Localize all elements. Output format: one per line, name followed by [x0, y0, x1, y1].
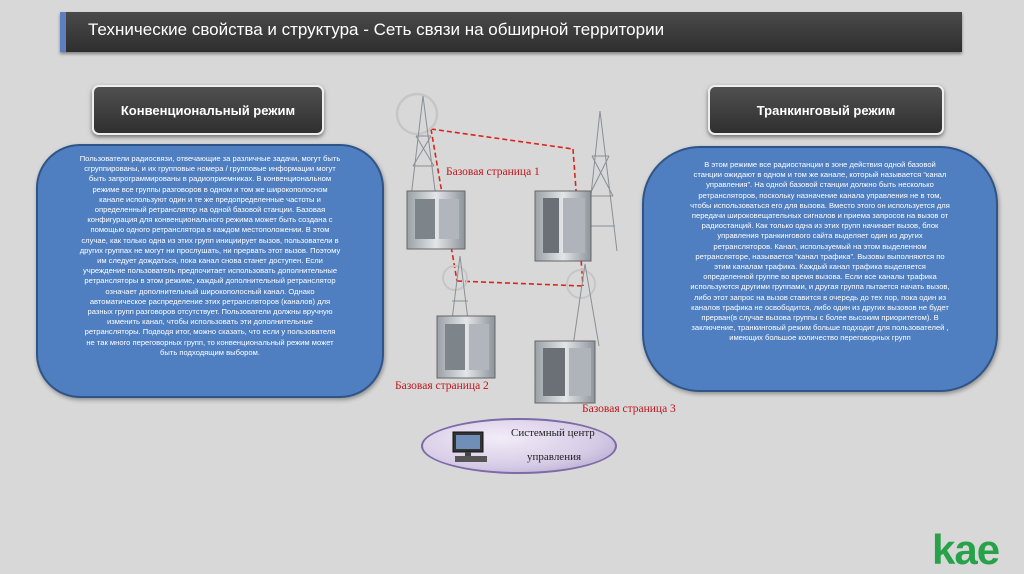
title-bar: Технические свойства и структура - Сеть … [60, 12, 962, 52]
trunking-text-line: каналов трафика не освободится, либо оди… [691, 302, 949, 312]
conventional-text-line: режиме все группы разговоров в одном и т… [92, 184, 328, 194]
station-2-label: Базовая страница 2 [395, 380, 489, 392]
conventional-text-line: канале используют один и те же предопред… [99, 194, 321, 204]
link-1-2 [430, 128, 458, 282]
trunking-text-line: имеющих большое количество переговорных … [729, 333, 911, 343]
trunking-text-line: ретрансляторе, называется “канал трафика… [695, 251, 945, 261]
trunking-text-line: радиостанций. Как только одна из этих гр… [701, 221, 939, 231]
link-1-3top [430, 128, 574, 150]
conventional-text-line: разных групп разговоров отсутствует. Пол… [87, 307, 333, 317]
trunking-text-line: заключение, транкинговый режим больше по… [691, 323, 949, 333]
trunking-text-line: управления”. На одной базовой станции до… [706, 180, 934, 190]
trunking-mode-label: Транкинговый режим [708, 85, 944, 135]
trunking-text-line: ретрансляторов. Канал, используемый на э… [713, 241, 927, 251]
trunking-text-line: этим каналам трафика. Каждый канал трафи… [714, 262, 926, 272]
tower-1 [395, 92, 439, 207]
page-title: Технические свойства и структура - Сеть … [88, 20, 665, 39]
trunking-text-line: используются другими группами, и другая … [690, 282, 950, 292]
conventional-text-line: помощью одного ретранслятора в каждом ме… [90, 225, 330, 235]
conventional-text-line: им следует дождаться, пока канал снова с… [97, 256, 323, 266]
conventional-text-line: сгруппированы, и их групповые номера / г… [84, 164, 336, 174]
trunking-text-line: определенной группе во время вызова. Есл… [703, 272, 937, 282]
system-control-center: Системный центр управления [421, 418, 617, 474]
link-2-3 [456, 280, 584, 287]
trunking-text-line: ретрансляторов, поскольку назначение кан… [698, 190, 942, 200]
trunking-text-line: передачи широковещательных сигналов и пр… [691, 211, 949, 221]
computer-icon [452, 431, 487, 462]
cabinet-1 [406, 190, 466, 250]
conventional-text-line: Пользователи радиосвязи, отвечающие за р… [79, 154, 341, 163]
trunking-text-line: В этом режиме все радиостанции в зоне де… [704, 160, 936, 169]
conventional-text-line: ретрансляторы в этом режиме, каждый допо… [84, 276, 336, 286]
station-1-label: Базовая страница 1 [446, 166, 540, 178]
nms-line-1: Системный центр [511, 427, 595, 439]
kae-logo: kae [932, 526, 1000, 573]
conventional-text-line: определенный ретранслятор на одной базов… [94, 205, 326, 215]
cabinet-3 [436, 315, 496, 379]
conventional-text-line: изменить канал, чтобы использовать эти д… [106, 317, 314, 327]
conventional-text-line: ретрансляторы. Подводя итог, можно сказа… [84, 327, 336, 337]
tower-2 [584, 110, 618, 252]
cabinet-4 [534, 340, 596, 404]
conventional-text-line: случае, как только одна из этих групп ин… [81, 235, 339, 245]
trunking-text-line: либо этот запрос на вызов ставится в оче… [693, 292, 947, 302]
conventional-text-line: автоматическое распределение этих ретран… [89, 296, 331, 306]
conventional-text-line: означает дополнительный широкополосный к… [105, 286, 315, 296]
conventional-text-line: быть запрограммированы в радиоприемниках… [88, 174, 332, 184]
conventional-text-line: других группах не могут ни прослушать, н… [79, 245, 341, 255]
conventional-text-line: быть подходящим выбором. [160, 347, 260, 357]
conventional-text-line: учреждение пользователь предпочитает исп… [82, 266, 338, 276]
conventional-mode-label: Конвенциональный режим [92, 85, 324, 135]
network-diagram [395, 92, 618, 404]
station-3-label: Базовая страница 3 [582, 403, 676, 415]
trunking-text-line: станции ожидают в одном и том же канале,… [693, 170, 947, 180]
trunking-text-line: прерван(в случае вызова группы с более в… [701, 313, 939, 323]
conventional-text-line: не так много переговорных групп, то конв… [86, 337, 334, 347]
trunking-text-line: чтобы использоваться его для вызова. Вме… [690, 200, 950, 210]
trunking-description: В этом режиме все радиостанции в зоне де… [642, 146, 998, 392]
tower-4 [566, 263, 600, 347]
conventional-text-line: конфигурация для конвенционального режим… [87, 215, 333, 225]
conventional-description: Пользователи радиосвязи, отвечающие за р… [36, 144, 384, 398]
cabinet-2 [534, 190, 592, 262]
nms-line-2: управления [527, 451, 582, 463]
trunking-text-line: управления транкингового сайта выделяет … [717, 231, 923, 241]
